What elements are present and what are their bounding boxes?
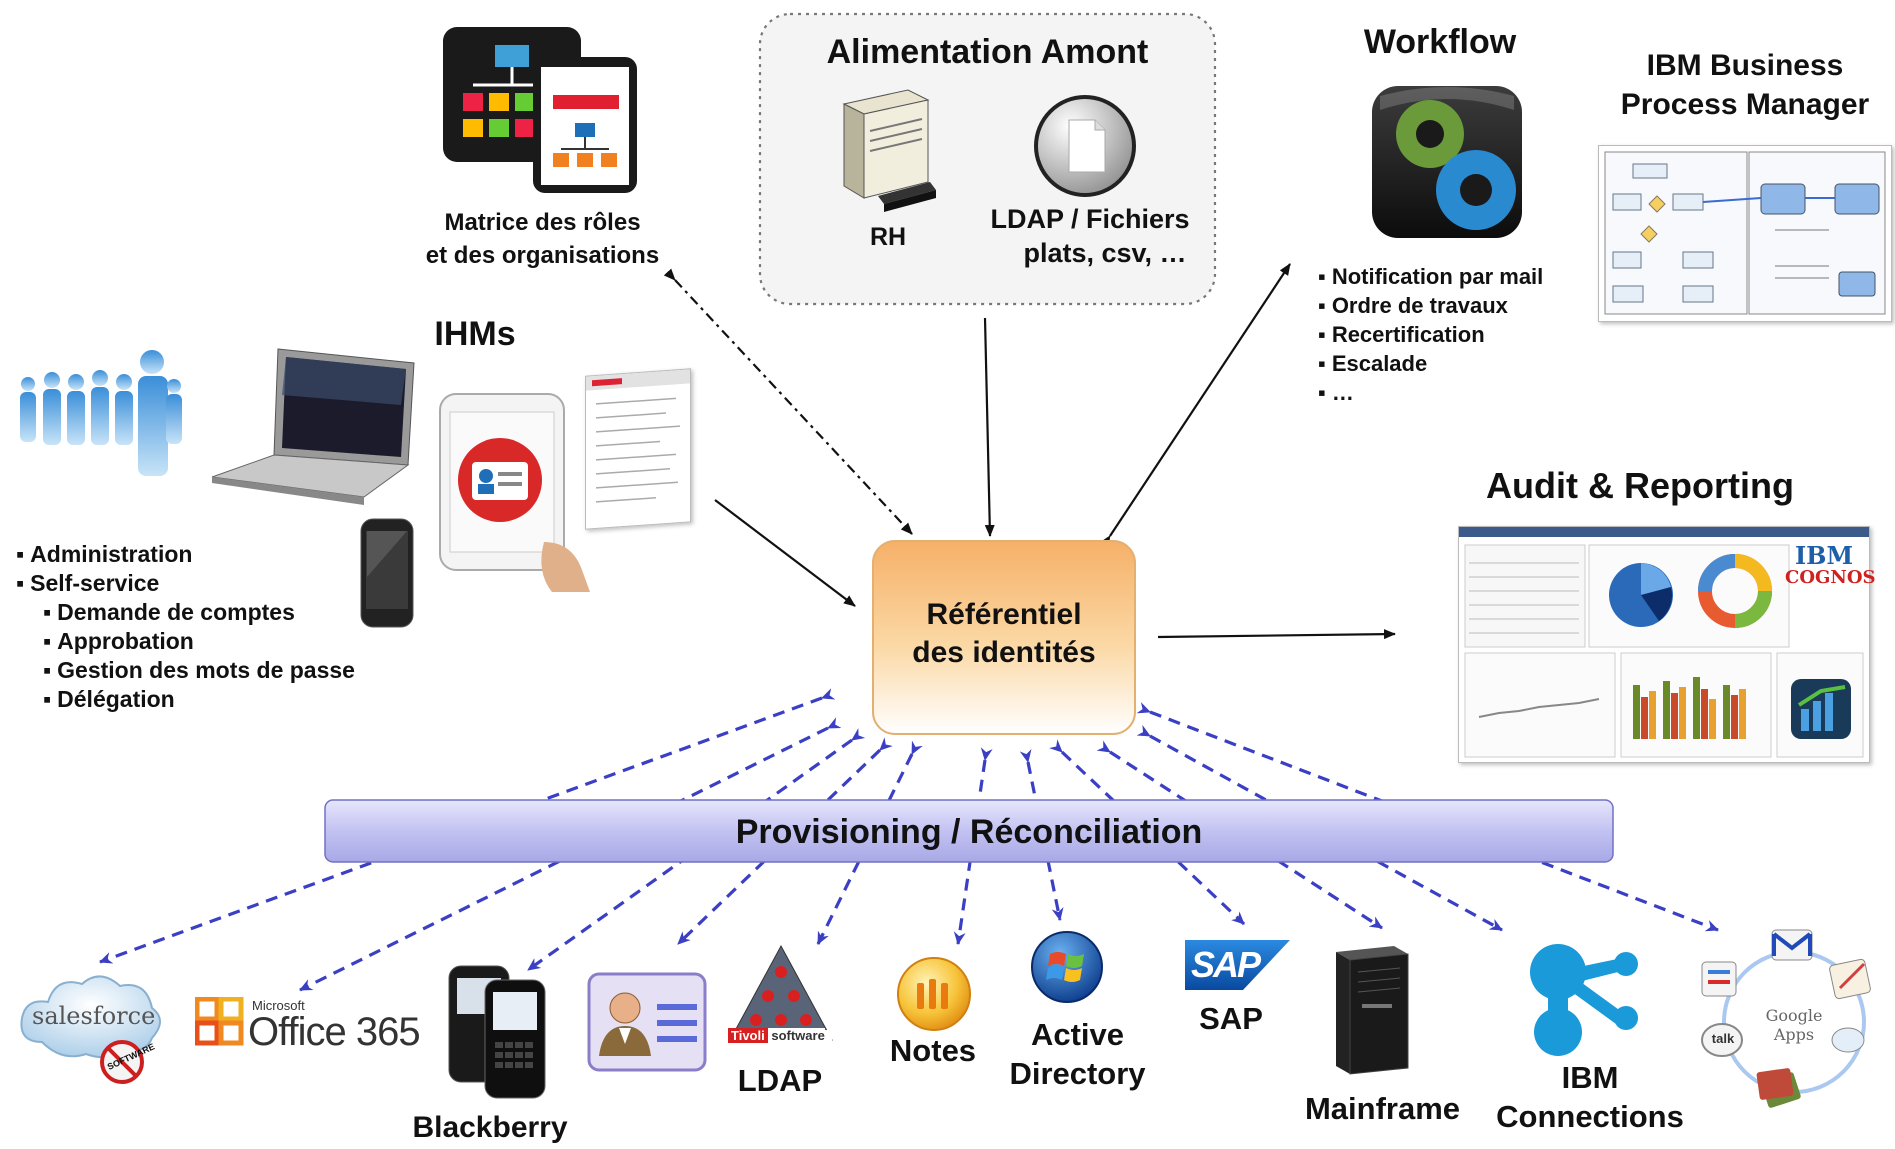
sap-logo-text: SAP bbox=[1191, 944, 1261, 985]
arrow-center-audit bbox=[1157, 629, 1396, 640]
laptop-icon bbox=[208, 345, 418, 510]
provisioning-bar bbox=[324, 799, 1614, 863]
office-small-text: Microsoft bbox=[252, 998, 305, 1013]
ibm-bpm-line1: IBM Business bbox=[1646, 49, 1844, 82]
server-icon bbox=[838, 86, 938, 216]
contact-card-icon bbox=[585, 970, 710, 1076]
arrow-ihms-center bbox=[714, 499, 856, 607]
ihms-subitem: Gestion des mots de passe bbox=[16, 656, 355, 685]
ibm-connections-line1: IBM bbox=[1561, 1060, 1619, 1095]
ibm-bpm-label: IBM Business Process Manager bbox=[1595, 46, 1895, 124]
ibm-bpm-line2: Process Manager bbox=[1620, 88, 1870, 121]
referentiel-line2: des identités bbox=[912, 636, 1096, 669]
active-directory-line2: Directory bbox=[1009, 1056, 1146, 1091]
sap-logo-icon: SAP bbox=[1185, 940, 1290, 990]
alimentation-title: Alimentation Amont bbox=[826, 33, 1149, 71]
arrow-center-workflow bbox=[1099, 263, 1291, 548]
referentiel-box bbox=[872, 540, 1136, 735]
smartphone-icon bbox=[359, 517, 415, 629]
ihms-list: Administration Self-service Demande de c… bbox=[16, 540, 355, 714]
file-icon bbox=[1033, 94, 1137, 198]
audit-title: Audit & Reporting bbox=[1486, 465, 1794, 506]
dash-office bbox=[299, 717, 842, 992]
workflow-item: … bbox=[1318, 378, 1543, 407]
tivoli-badge: Tivoli software bbox=[728, 1028, 825, 1048]
tivoli-software-text: software bbox=[771, 1028, 825, 1043]
cognos-logo: IBM COGNOS bbox=[1785, 541, 1876, 589]
google-apps-text: Google Apps bbox=[1765, 1006, 1823, 1044]
notes-label: Notes bbox=[889, 1033, 977, 1068]
arrow-alimentation-center bbox=[983, 317, 995, 537]
ihms-subitem: Demande de comptes bbox=[16, 598, 355, 627]
cognos-logo-ibm: IBM bbox=[1794, 541, 1854, 570]
talk-text: talk bbox=[1711, 1031, 1735, 1046]
ihms-subitem: Délégation bbox=[16, 685, 355, 714]
salesforce-logo-icon bbox=[16, 962, 166, 1086]
referentiel-label[interactable]: Référentiel des identités bbox=[873, 596, 1135, 672]
workflow-item: Ordre de travaux bbox=[1318, 291, 1543, 320]
cognos-dashboard-thumbnail: IBM COGNOS bbox=[1458, 526, 1876, 763]
office-text: Office 365 bbox=[248, 1010, 421, 1054]
ibm-connections-line2: Connections bbox=[1496, 1099, 1684, 1134]
ibm-connections-label: IBM Connections bbox=[1480, 1058, 1700, 1136]
workflow-item: Notification par mail bbox=[1318, 262, 1543, 291]
windows-logo-icon bbox=[1030, 930, 1105, 1005]
active-directory-line1: Active bbox=[1030, 1017, 1125, 1052]
matrice-line2: et des organisations bbox=[425, 242, 660, 269]
cognos-logo-name: COGNOS bbox=[1785, 567, 1876, 588]
ibm-connections-icon bbox=[1518, 940, 1646, 1058]
ihms-title: IHMs bbox=[434, 315, 516, 353]
ihms-subitem: Approbation bbox=[16, 627, 355, 656]
workflow-item: Escalade bbox=[1318, 349, 1543, 378]
alimentation-container bbox=[758, 12, 1217, 306]
arrow-matrice-center bbox=[663, 268, 913, 535]
dash-notes bbox=[953, 747, 993, 945]
ihms-item: Administration bbox=[16, 540, 355, 569]
mainframe-label: Mainframe bbox=[1304, 1091, 1461, 1126]
mainframe-tower-icon bbox=[1322, 942, 1412, 1077]
ihms-item: Self-service bbox=[16, 569, 355, 598]
tablet-badge-icon bbox=[432, 392, 592, 592]
google-apps-icon: Google Apps talk bbox=[1700, 928, 1880, 1108]
lotus-notes-icon bbox=[895, 955, 973, 1033]
workflow-gears-icon bbox=[1372, 86, 1522, 238]
blackberry-phones-icon bbox=[445, 962, 550, 1102]
workflow-list: Notification par mail Ordre de travaux R… bbox=[1318, 262, 1543, 407]
workflow-item: Recertification bbox=[1318, 320, 1543, 349]
matrice-label: Matrice des rôles et des organisations bbox=[395, 206, 690, 272]
referentiel-line1: Référentiel bbox=[926, 598, 1082, 631]
office-logo-icon bbox=[194, 996, 245, 1047]
users-group-icon bbox=[14, 348, 186, 483]
sap-label: SAP bbox=[1199, 1001, 1263, 1036]
workflow-title: Workflow bbox=[1363, 23, 1517, 61]
ldap-fichiers-line2: plats, csv, … bbox=[1023, 238, 1187, 268]
matrice-icon bbox=[443, 27, 643, 197]
provisioning-label[interactable]: Provisioning / Réconciliation bbox=[735, 813, 1203, 851]
ldap-label: LDAP bbox=[737, 1063, 823, 1098]
blackberry-label: Blackberry bbox=[412, 1111, 568, 1144]
tivoli-text: Tivoli bbox=[728, 1028, 768, 1043]
bpm-diagram-thumbnail bbox=[1598, 145, 1892, 322]
salesforce-text: salesforce bbox=[32, 1002, 156, 1030]
matrice-line1: Matrice des rôles bbox=[444, 209, 641, 236]
ldap-fichiers-line1: LDAP / Fichiers bbox=[990, 204, 1190, 234]
form-screenshot-thumbnail bbox=[585, 368, 691, 530]
active-directory-label: Active Directory bbox=[1000, 1015, 1155, 1093]
rh-label: RH bbox=[869, 223, 907, 251]
ldap-fichiers-label: LDAP / Fichiers plats, csv, … bbox=[980, 202, 1200, 270]
